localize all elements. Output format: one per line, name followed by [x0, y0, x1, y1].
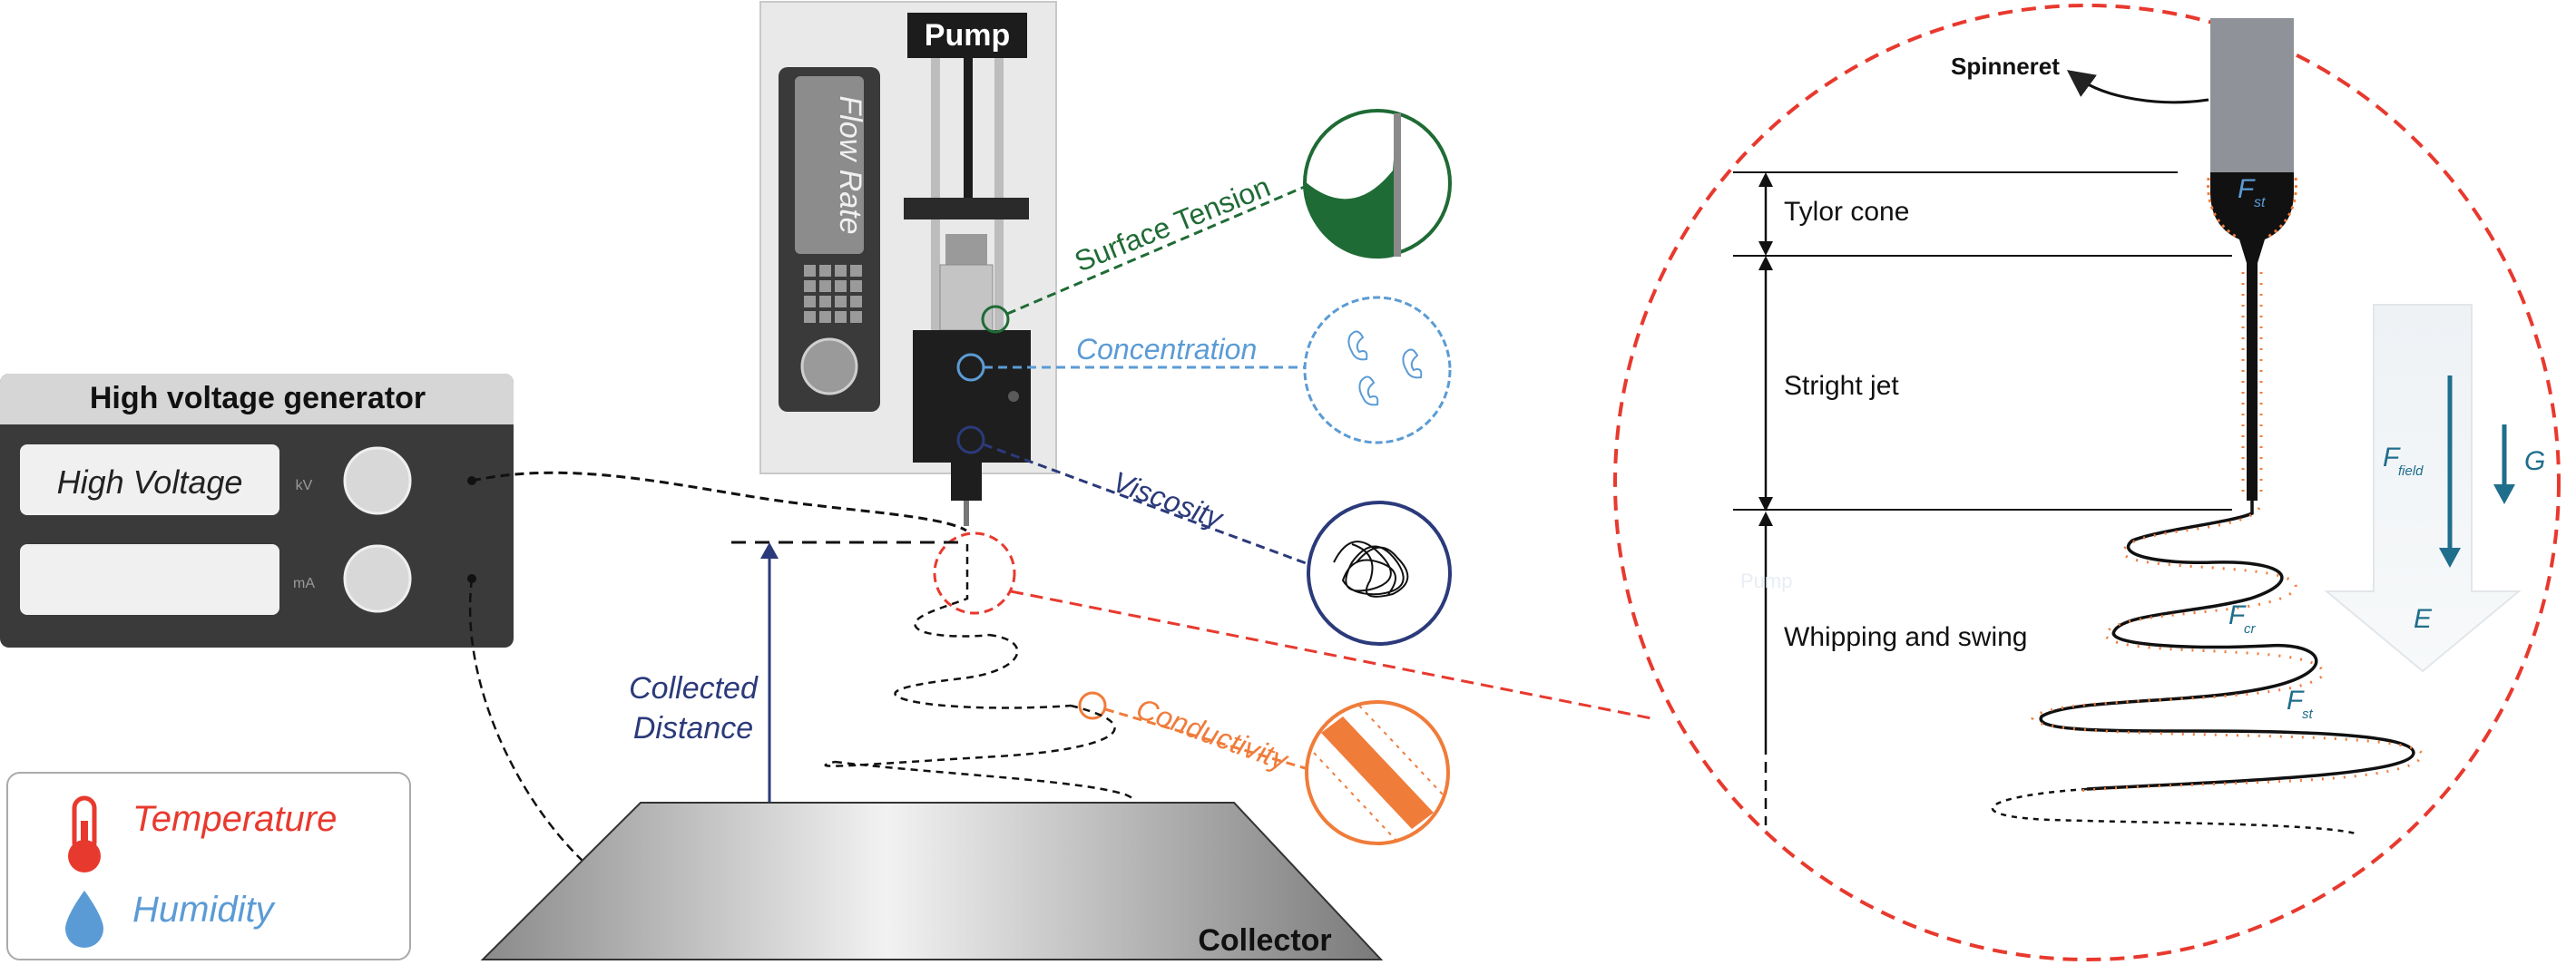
voltage-display: [20, 444, 279, 515]
high-voltage-generator: [0, 374, 514, 648]
jet-zoom-marker: [933, 531, 1016, 615]
electric-field-arrow: [2324, 304, 2522, 673]
electric-field-label: E: [2414, 604, 2433, 634]
surface-tension-icon: [1303, 109, 1452, 259]
force-st-bottom-sub: st: [2302, 707, 2314, 722]
collected-distance-label-1: Collected: [629, 671, 759, 706]
conductivity-icon: [1305, 700, 1450, 845]
gravity-label: G: [2524, 446, 2545, 476]
zoom-whipping-jet: [2039, 501, 2415, 791]
water-drop-icon: [65, 891, 103, 948]
current-knob[interactable]: [343, 544, 412, 613]
force-st-bottom: F: [2287, 686, 2305, 716]
concentration-icon: [1303, 296, 1452, 444]
force-st-top-sub: st: [2254, 195, 2266, 210]
pump-title: Pump: [925, 18, 1010, 53]
force-field-sub: field: [2398, 463, 2424, 479]
unit-kv: kV: [296, 478, 313, 493]
viscosity-marker: [956, 425, 985, 454]
viscosity-label: Viscosity: [1109, 465, 1229, 535]
collected-distance-label-2: Distance: [633, 711, 753, 746]
force-field-label: F: [2383, 443, 2401, 473]
temperature-label: Temperature: [132, 799, 337, 839]
force-cr-label: F: [2228, 600, 2247, 630]
straight-jet-label: Stright jet: [1784, 371, 1899, 401]
pump-knob: [800, 337, 858, 395]
concentration-label: Concentration: [1076, 333, 1257, 366]
voltage-knob[interactable]: [343, 446, 412, 515]
surface-tension-label: Surface Tension: [1070, 170, 1275, 278]
unit-ma: mA: [293, 576, 315, 591]
high-voltage-display-text: High Voltage: [57, 463, 243, 501]
force-cr-sub: cr: [2244, 621, 2257, 637]
conductivity-marker: [1078, 691, 1107, 720]
collector-label: Collector: [1198, 923, 1331, 958]
taylor-cone-label: Tylor cone: [1784, 197, 1909, 227]
spinneret: [2210, 18, 2294, 172]
surface-tension-marker: [981, 305, 1010, 334]
pump-display: Flow Rate: [833, 95, 867, 234]
ambient-box: [6, 772, 411, 960]
whipping-label: Whipping and swing: [1784, 622, 2028, 652]
current-display: [20, 544, 279, 615]
spinneret-label: Spinneret: [1951, 53, 2060, 80]
pump-keypad: [804, 265, 862, 323]
generator-title: High voltage generator: [90, 381, 426, 415]
pump-faint-label: Pump: [1740, 570, 1792, 592]
viscosity-icon: [1307, 501, 1452, 646]
humidity-label: Humidity: [132, 890, 277, 930]
voltage-wire: [471, 471, 967, 532]
thermometer-icon: [68, 795, 101, 872]
conductivity-label: Conductivity: [1132, 692, 1294, 777]
ground-wire: [468, 578, 600, 876]
force-st-top: F: [2238, 174, 2256, 204]
collector-plate: [480, 802, 1384, 960]
zoom-circle: [1613, 4, 2561, 961]
zoom-charges: [2031, 272, 2424, 793]
syringe-pump: [759, 1, 1057, 526]
